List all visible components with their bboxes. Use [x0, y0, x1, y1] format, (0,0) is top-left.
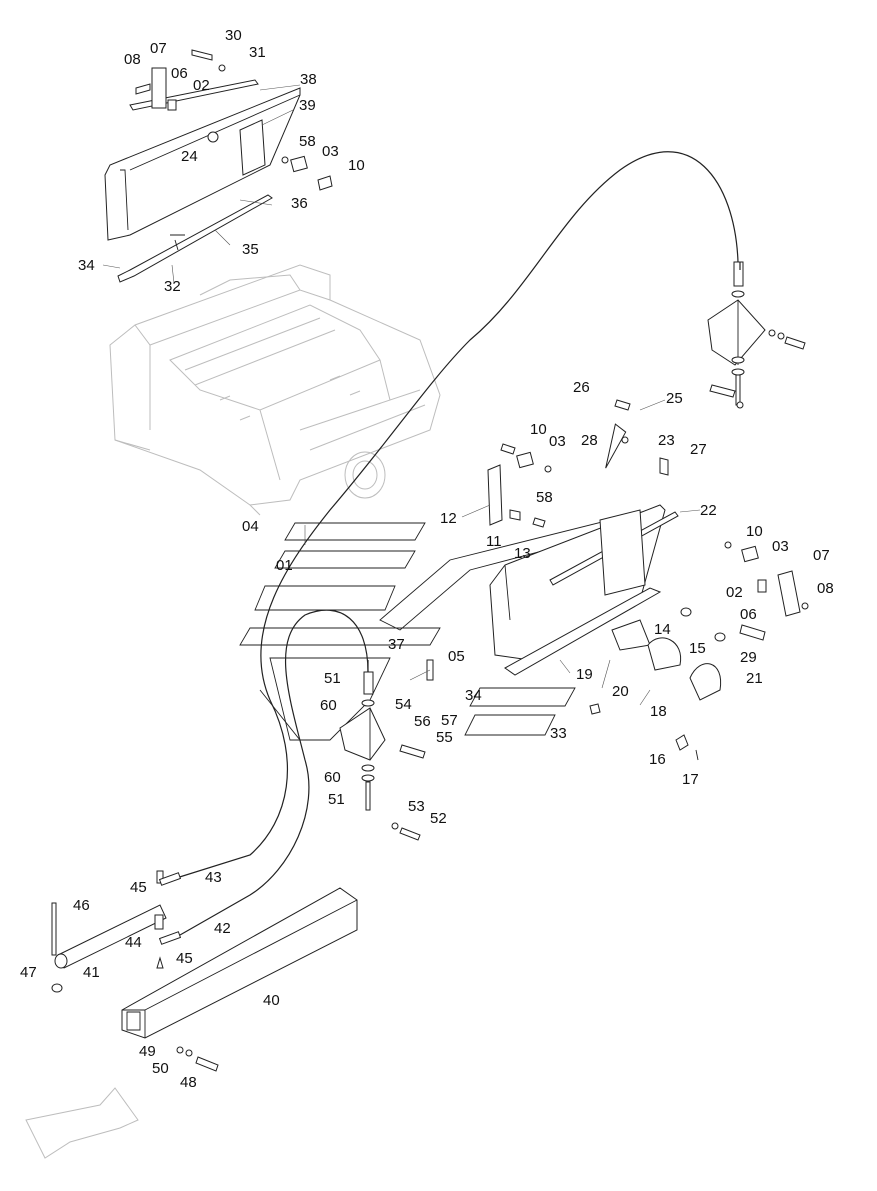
control-cable-second	[179, 609, 369, 936]
label-60: 60	[324, 769, 341, 786]
control-cable-main	[169, 151, 739, 881]
label-55: 55	[436, 729, 453, 746]
label-16: 16	[649, 751, 666, 768]
label-36: 36	[291, 195, 308, 212]
label-50: 50	[152, 1060, 169, 1077]
label-08: 08	[817, 580, 834, 597]
label-34: 34	[78, 257, 95, 274]
label-49: 49	[139, 1043, 156, 1060]
label-53: 53	[408, 798, 425, 815]
label-19: 19	[576, 666, 593, 683]
label-41: 41	[83, 964, 100, 981]
label-03: 03	[772, 538, 789, 555]
label-51: 51	[324, 670, 341, 687]
label-58: 58	[299, 133, 316, 150]
label-10: 10	[746, 523, 763, 540]
label-26: 26	[573, 379, 590, 396]
label-48: 48	[180, 1074, 197, 1091]
label-38: 38	[300, 71, 317, 88]
label-04: 04	[242, 518, 259, 535]
label-17: 17	[682, 771, 699, 788]
cable-bracket-left	[339, 659, 434, 841]
label-25: 25	[666, 390, 683, 407]
label-02: 02	[193, 77, 210, 94]
label-58: 58	[536, 489, 553, 506]
label-44: 44	[125, 934, 142, 951]
label-28: 28	[581, 432, 598, 449]
label-13: 13	[514, 545, 531, 562]
side-panel-assembly-top	[104, 49, 333, 283]
label-15: 15	[689, 640, 706, 657]
label-18: 18	[650, 703, 667, 720]
label-06: 06	[740, 606, 757, 623]
label-02: 02	[726, 584, 743, 601]
label-32: 32	[164, 278, 181, 295]
right-hardware-group	[589, 541, 809, 761]
label-42: 42	[214, 920, 231, 937]
label-06: 06	[171, 65, 188, 82]
profile-beam	[121, 887, 358, 1072]
label-11: 11	[486, 533, 502, 550]
label-40: 40	[263, 992, 280, 1009]
side-panel-assembly-center	[487, 399, 679, 676]
label-10: 10	[530, 421, 547, 438]
label-52: 52	[430, 810, 447, 827]
label-08: 08	[124, 51, 141, 68]
label-22: 22	[700, 502, 717, 519]
label-01: 01	[276, 557, 293, 574]
label-39: 39	[299, 97, 316, 114]
direction-arrow-outline	[25, 1087, 139, 1159]
lever-tube-assembly	[51, 870, 182, 993]
cable-bracket-right	[707, 261, 806, 409]
label-05: 05	[448, 648, 465, 665]
label-10: 10	[348, 157, 365, 174]
label-34: 34	[465, 687, 482, 704]
leader-lines	[102, 84, 701, 706]
label-56: 56	[414, 713, 431, 730]
label-30: 30	[225, 27, 242, 44]
label-07: 07	[813, 547, 830, 564]
label-23: 23	[658, 432, 675, 449]
label-14: 14	[654, 621, 671, 638]
part-labels: 08 07 30 06 31 02 38 39 58 03 24 10 36 3…	[20, 27, 834, 1091]
label-60: 60	[320, 697, 337, 714]
label-31: 31	[249, 44, 266, 61]
label-37: 37	[388, 636, 405, 653]
label-43: 43	[205, 869, 222, 886]
label-45: 45	[130, 879, 147, 896]
label-57: 57	[441, 712, 458, 729]
label-29: 29	[740, 649, 757, 666]
label-21: 21	[746, 670, 763, 687]
label-03: 03	[549, 433, 566, 450]
label-45: 45	[176, 950, 193, 967]
label-07: 07	[150, 40, 167, 57]
label-47: 47	[20, 964, 37, 981]
label-46: 46	[73, 897, 90, 914]
label-12: 12	[440, 510, 457, 527]
label-27: 27	[690, 441, 707, 458]
label-54: 54	[395, 696, 412, 713]
label-03: 03	[322, 143, 339, 160]
label-33: 33	[550, 725, 567, 742]
label-35: 35	[242, 241, 259, 258]
label-24: 24	[181, 148, 198, 165]
ghost-machine-frame	[109, 264, 441, 516]
label-20: 20	[612, 683, 629, 700]
label-51: 51	[328, 791, 345, 808]
